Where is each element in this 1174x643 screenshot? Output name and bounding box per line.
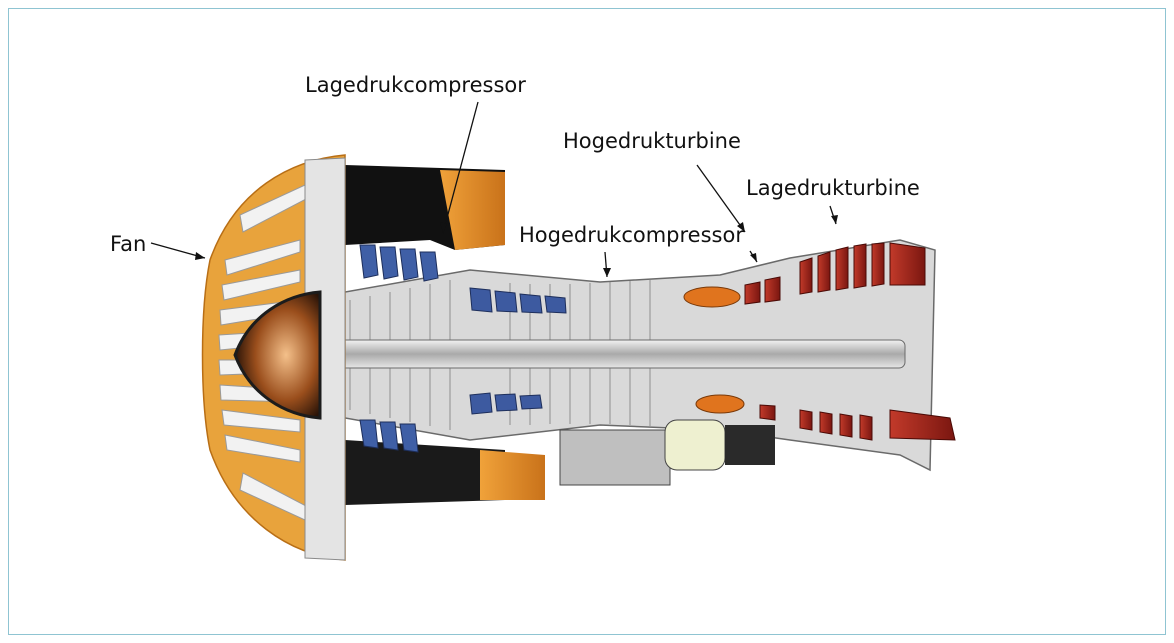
label-low-pressure-turbine: Lagedrukturbine bbox=[746, 178, 920, 199]
label-fan: Fan bbox=[110, 234, 146, 255]
accessory-gearbox bbox=[560, 420, 775, 485]
label-high-pressure-compressor: Hogedrukcompressor bbox=[519, 225, 744, 246]
label-low-pressure-compressor: Lagedrukcompressor bbox=[305, 75, 526, 96]
label-high-pressure-turbine: Hogedrukturbine bbox=[563, 131, 741, 152]
main-shaft bbox=[330, 340, 905, 368]
